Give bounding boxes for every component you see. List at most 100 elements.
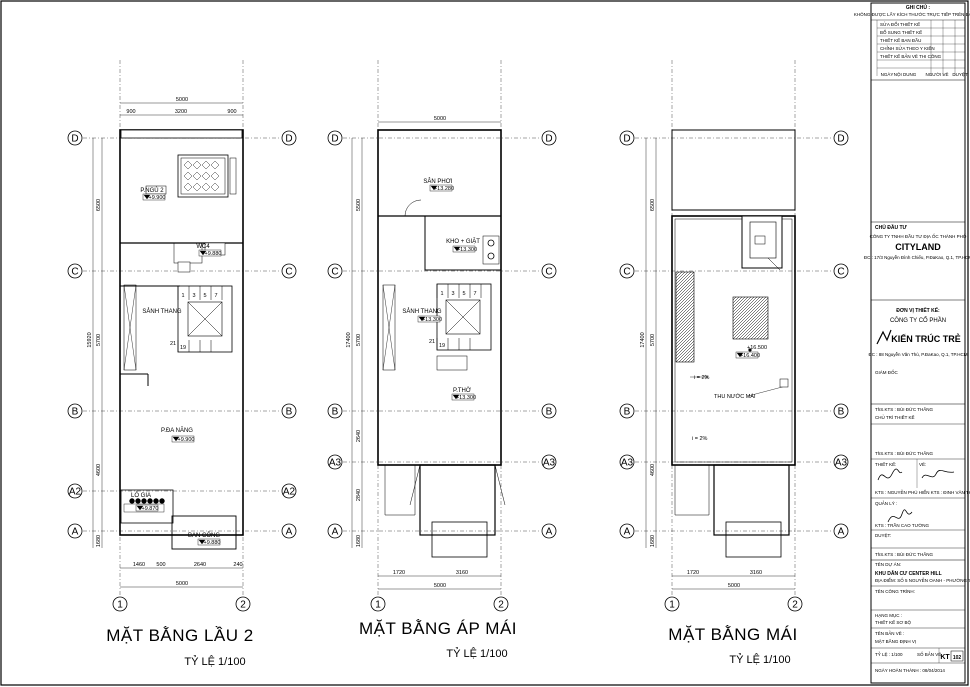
loggia-room [120,489,174,524]
level-value: +9.880 [204,540,221,546]
level-triangle [172,436,180,442]
level-triangle [430,185,438,191]
tb-sheet-no: 102 [953,655,962,661]
bed-pattern [183,171,193,181]
bed-furniture [145,154,237,198]
hatch-line [733,297,761,325]
tb-item-label: HẠNG MỤC : [875,613,902,618]
hatch-line [676,337,694,357]
hatch-line [676,340,694,360]
loggia-plant [135,498,141,504]
tb-sheet-value: MẶT BẰNG ĐỊNH VỊ [875,637,916,644]
altar [436,355,468,371]
loggia-plant [159,498,165,504]
axis-bubble-right [833,523,849,539]
bed-pattern [201,171,211,181]
dim-left: 4600 [650,464,656,476]
hatch-line [735,306,768,339]
tb-rev-row: THIẾT KẾ BẢN VẼ THI CÔNG [880,53,942,59]
front-balcony [713,464,790,536]
axis-bubble [235,596,251,612]
tb-rev-header: DUYỆT [952,70,968,77]
bed-pattern [192,160,202,170]
tb-sheet-no-box [950,650,964,662]
tb-signature [921,469,955,479]
hatch-line [676,343,694,362]
level-stair-hall: +13.300 [417,315,442,323]
axis-bubble-left [67,403,83,419]
axis-bubble-right [833,130,849,146]
dim-left: 15920 [87,332,93,347]
bed-pattern [183,160,193,170]
bed-mattress [180,157,226,195]
tb-rev-header: NGƯỜI VẼ [926,71,949,77]
roof-parapet [674,218,793,463]
axis-label-right: A [838,527,845,538]
dim-left: 6500 [650,199,656,211]
hatch-line [733,303,768,339]
axis-label-left: A2 [69,487,82,498]
hatch-line [676,274,694,294]
axis-bubble [493,596,509,612]
level-loggia: +9.870 [135,504,158,512]
hatch-line [676,277,694,297]
level-value: +13.300 [457,247,477,253]
top-parapet [120,129,243,139]
level-value: +9.900 [149,195,166,201]
dim-top: 900 [227,109,236,115]
dim-left: 6500 [96,199,102,211]
tb-owner-brand-text: CITYLAND [895,242,941,252]
axis-label-left: A3 [621,458,634,469]
tb-owner-address: ĐC : 17/3 Nguyễn Đình Chiểu, P.ĐaKao, Q.… [864,254,970,260]
dim-top: 900 [126,109,135,115]
level-value: +13.300 [456,395,476,401]
axis-bubble-right [541,454,557,470]
hatch-line [676,313,694,333]
tb-rev-header: NGÀY [881,71,894,77]
bed-pattern [192,182,202,192]
hatch-lines [676,272,694,362]
axis-label-right: B [286,407,293,418]
dim-left: 5700 [650,334,656,346]
level-triangle [453,246,461,252]
hatch-line [738,309,768,339]
level-multi: +9.900 [171,435,195,443]
axis-bubble-left [619,454,635,470]
axis-label: 1 [375,600,381,611]
washer [482,235,500,265]
hatch-line [676,310,694,330]
tb-owner-label: CHỦ ĐẦU TƯ [875,224,907,231]
axis-label-left: A [332,527,339,538]
level-value: +9.900 [178,437,195,443]
axis-bubble-right [541,523,557,539]
room-worship: P.THỜ [453,387,471,394]
tb-chief-name: ThS.KTS : BÙI ĐỨC THẮNG [875,449,934,456]
roof-slope-left [674,464,710,516]
tb-designer-logo [876,329,892,345]
axis-bubble-right [833,403,849,419]
dim-left: 5700 [356,334,362,346]
level-drying: +13.280 [429,184,454,192]
rear-block [671,129,796,211]
tb-approve-label: DUYỆT: [875,531,891,538]
level-value: +16.400 [740,353,760,359]
axis-label: 2 [240,600,246,611]
axis-bubble-left [619,403,635,419]
dim-bottom-total: 5000 [176,581,188,587]
front-canopy [431,521,488,558]
roof-water-tank [741,215,783,269]
roof-drain-box [779,378,789,388]
axis-bubble-left [67,483,83,499]
